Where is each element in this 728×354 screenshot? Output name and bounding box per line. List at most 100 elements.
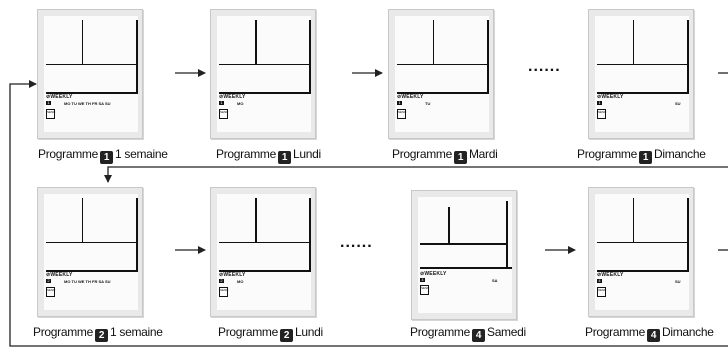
- lcd-display: ⊘WEEKLY 1 MO TU WE TH FR SA SU SEND: [44, 16, 138, 132]
- lcd-screen-programme-1-tuesday: ⊘WEEKLY 1 TU SEND: [388, 9, 494, 139]
- ellipsis: ......: [340, 234, 373, 251]
- weekly-label: ⊘WEEKLY: [597, 94, 624, 100]
- program-number: 1: [397, 100, 402, 105]
- lcd-display: ⊘WEEKLY 1 SU SEND: [595, 16, 689, 132]
- lcd-screen-programme-2-week: ⊘WEEKLY 2 MO TU WE TH FR SA SU SEND: [37, 187, 143, 317]
- program-number: 2: [46, 278, 51, 283]
- program-badge: 1: [453, 151, 467, 164]
- lcd-screen-programme-4-sunday: ⊘WEEKLY 4 SU SEND: [588, 187, 694, 317]
- schedule-bar: [136, 20, 138, 92]
- send-icon: SEND: [219, 109, 228, 119]
- program-number: 1: [46, 100, 51, 105]
- lcd-display: ⊘WEEKLY 2 MO SEND: [217, 194, 311, 310]
- schedule-bar: [397, 92, 489, 94]
- schedule-bar: [597, 64, 689, 65]
- schedule-bar: [433, 20, 434, 64]
- schedule-bar: [597, 242, 689, 243]
- weekly-label: ⊘WEEKLY: [420, 271, 447, 277]
- send-icon: SEND: [420, 285, 429, 295]
- send-icon: SEND: [597, 287, 606, 297]
- schedule-bar: [687, 198, 689, 270]
- lcd-screen-programme-1-week: ⊘WEEKLY 1 MO TU WE TH FR SA SU SEND: [37, 9, 143, 139]
- schedule-bar: [219, 64, 311, 65]
- schedule-bar: [46, 92, 138, 94]
- schedule-bar: [82, 20, 83, 64]
- lcd-screen-programme-4-saturday: ⊘WEEKLY 4 SA SEND: [411, 190, 517, 320]
- program-badge: 1: [277, 151, 291, 164]
- schedule-bar: [420, 243, 508, 245]
- program-number: 4: [597, 278, 602, 283]
- schedule-bar: [46, 64, 138, 65]
- day-labels: SU: [675, 101, 681, 106]
- program-number: 4: [420, 277, 425, 282]
- schedule-bar: [46, 242, 138, 243]
- schedule-bar: [633, 20, 634, 64]
- weekly-label: ⊘WEEKLY: [219, 94, 246, 100]
- day-labels: SA: [492, 278, 498, 283]
- day-labels: TU: [425, 101, 431, 106]
- schedule-bar: [309, 198, 311, 270]
- send-icon: SEND: [46, 287, 55, 297]
- lcd-display: ⊘WEEKLY 1 TU SEND: [395, 16, 489, 132]
- schedule-bar: [219, 92, 311, 94]
- schedule-bar: [46, 270, 138, 272]
- send-icon: SEND: [219, 287, 228, 297]
- schedule-bar: [255, 20, 257, 64]
- day-labels: MO: [237, 101, 244, 106]
- program-badge: 4: [471, 329, 485, 342]
- loop-arrow-icon: [9, 80, 728, 347]
- schedule-bar: [687, 20, 689, 92]
- weekly-label: ⊘WEEKLY: [46, 94, 73, 100]
- schedule-bar: [487, 20, 489, 92]
- program-number: 2: [219, 278, 224, 283]
- schedule-bar: [506, 201, 508, 267]
- program-badge: 4: [646, 329, 660, 342]
- lcd-display: ⊘WEEKLY 4 SA SEND: [418, 197, 512, 313]
- lcd-screen-programme-1-monday: ⊘WEEKLY 1 MO SEND: [210, 9, 316, 139]
- day-labels: MO TU WE TH FR SA SU: [64, 101, 111, 106]
- send-icon: SEND: [397, 109, 406, 119]
- schedule-bar: [219, 242, 311, 243]
- weekly-label: ⊘WEEKLY: [397, 94, 424, 100]
- schedule-bar: [420, 267, 512, 269]
- schedule-bar: [397, 64, 489, 65]
- loop-arrow-icon: [104, 166, 728, 183]
- schedule-bar: [597, 92, 689, 94]
- schedule-bar: [633, 198, 634, 242]
- lcd-screen-programme-2-monday: ⊘WEEKLY 2 MO SEND: [210, 187, 316, 317]
- day-labels: MO TU WE TH FR SA SU: [64, 279, 111, 284]
- day-labels: SU: [675, 279, 681, 284]
- lcd-display: ⊘WEEKLY 1 MO SEND: [217, 16, 311, 132]
- program-badge: 1: [99, 151, 113, 164]
- program-badge: 1: [638, 151, 652, 164]
- weekly-label: ⊘WEEKLY: [46, 272, 73, 278]
- day-labels: MO: [237, 279, 244, 284]
- lcd-display: ⊘WEEKLY 2 MO TU WE TH FR SA SU SEND: [44, 194, 138, 310]
- program-badge: 2: [94, 329, 108, 342]
- lcd-screen-programme-1-sunday: ⊘WEEKLY 1 SU SEND: [588, 9, 694, 139]
- send-icon: SEND: [46, 109, 55, 119]
- program-number: 1: [597, 100, 602, 105]
- ellipsis: ......: [528, 58, 561, 75]
- schedule-bar: [597, 270, 689, 272]
- program-badge: 2: [279, 329, 293, 342]
- weekly-label: ⊘WEEKLY: [219, 272, 246, 278]
- lcd-display: ⊘WEEKLY 4 SU SEND: [595, 194, 689, 310]
- schedule-bar: [448, 207, 450, 243]
- send-icon: SEND: [597, 109, 606, 119]
- schedule-bar: [219, 270, 311, 272]
- schedule-bar: [255, 198, 257, 242]
- program-number: 1: [219, 100, 224, 105]
- schedule-bar: [82, 198, 83, 242]
- schedule-bar: [136, 198, 138, 270]
- schedule-bar: [309, 20, 311, 92]
